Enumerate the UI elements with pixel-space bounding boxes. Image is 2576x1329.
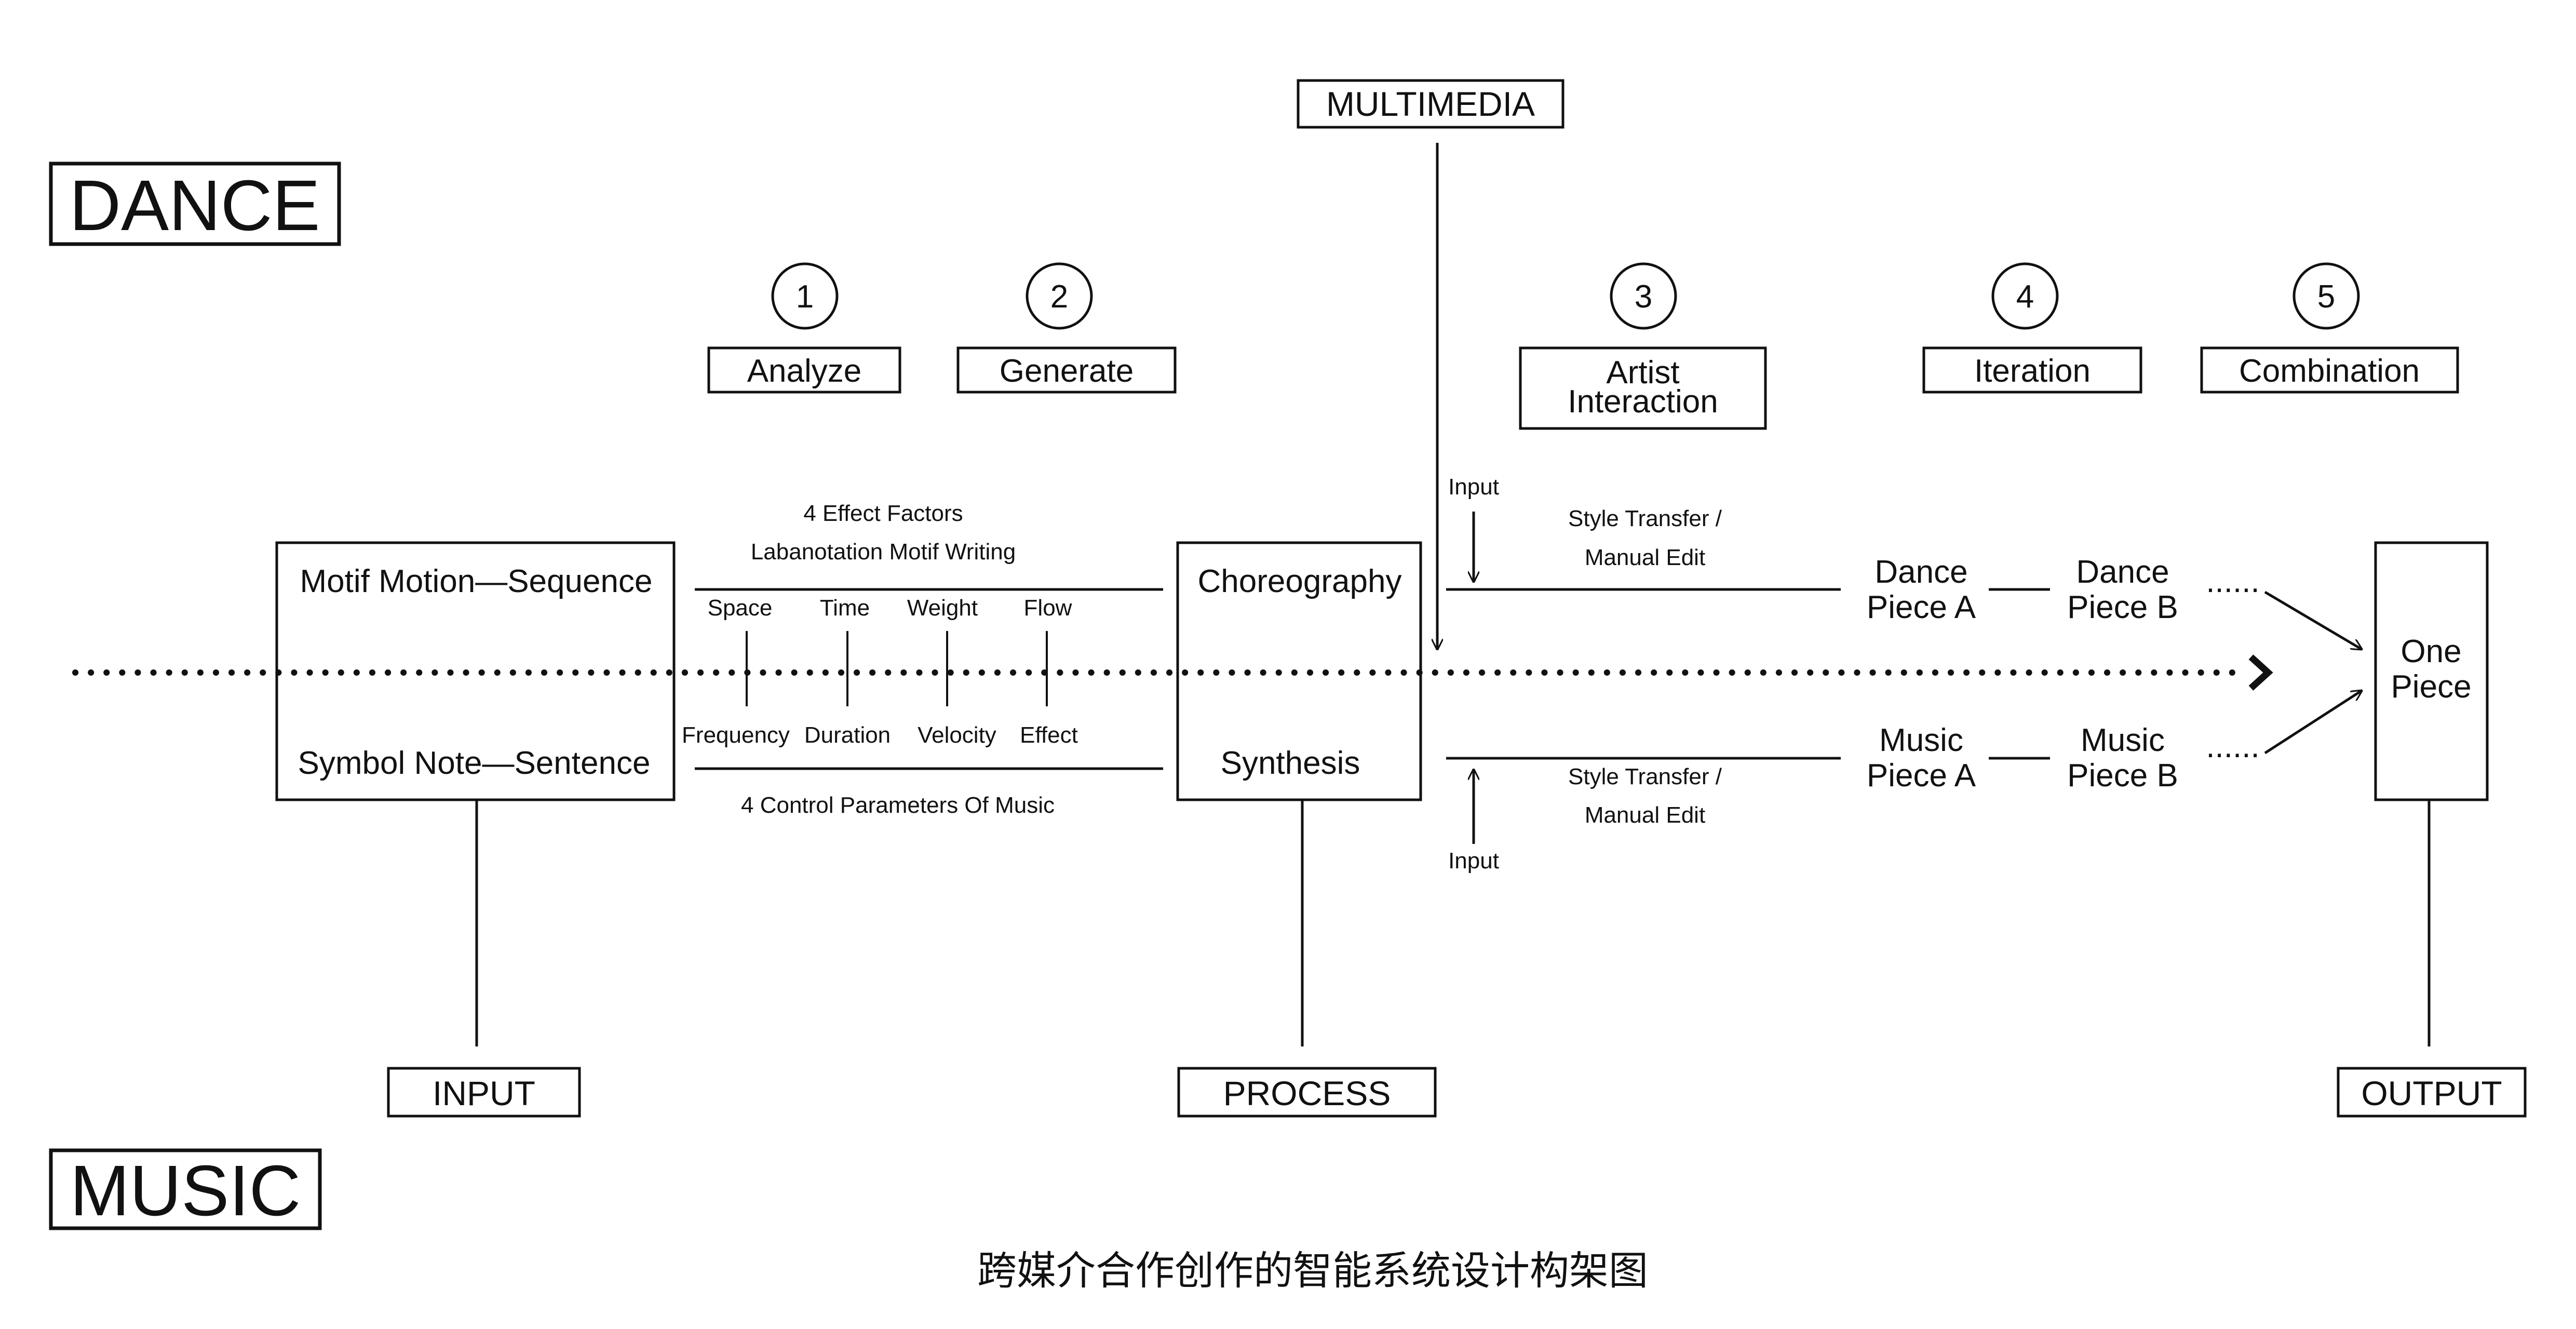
timeline-arrowhead (2248, 654, 2273, 691)
music-style-transfer-label: Style Transfer / (1568, 764, 1722, 789)
music-ellipsis: ...... (2206, 729, 2259, 764)
output-phase-box (2337, 1067, 2527, 1118)
input-phase-box (387, 1067, 581, 1118)
stage-2-number: 2 (1050, 279, 1068, 315)
process-phase-box (1177, 1067, 1437, 1118)
param-frequency: Frequency (682, 722, 790, 748)
stage-3-label-line1: Artist (1606, 355, 1679, 391)
stage-5-label: Combination (2239, 353, 2420, 389)
synthesis-text: Synthesis (1221, 745, 1360, 781)
input-motif-text: Motif Motion—Sequence (300, 563, 653, 599)
choreography-text: Choreography (1198, 563, 1402, 599)
dance-input-label: Input (1448, 474, 1499, 500)
param-velocity: Velocity (918, 722, 996, 748)
stage-5-number: 5 (2317, 279, 2335, 315)
dance-to-output-arrow (2264, 590, 2362, 649)
stage-4-circle (1991, 262, 2059, 330)
diagram-caption: 跨媒介合作创作的智能系统设计构架图 (977, 1247, 1648, 1294)
effect-factors-label: 4 Effect Factors (803, 501, 963, 526)
param-effect: Effect (1020, 722, 1078, 748)
music-input-label: Input (1448, 848, 1499, 874)
factor-space: Space (708, 595, 773, 621)
factor-flow: Flow (1024, 595, 1072, 621)
param-duration: Duration (804, 722, 891, 748)
output-box (2374, 541, 2489, 801)
control-parameters-label: 4 Control Parameters Of Music (741, 793, 1055, 818)
output-phase-label: OUTPUT (2361, 1074, 2502, 1112)
stage-3-circle (1610, 262, 1677, 330)
stage-1-circle (771, 262, 839, 330)
music-domain-label: MUSIC (70, 1151, 301, 1231)
stage-5-circle (2292, 262, 2360, 330)
input-symbol-text: Symbol Note—Sentence (298, 745, 651, 781)
music-piece-a-line2: Piece A (1867, 758, 1976, 794)
stage-3-box (1519, 346, 1767, 430)
input-phase-label: INPUT (433, 1074, 535, 1112)
output-one-text: One (2400, 634, 2461, 669)
music-piece-b-line2: Piece B (2067, 758, 2178, 794)
dance-domain-label: DANCE (69, 166, 320, 246)
dance-domain-box (49, 162, 341, 246)
dance-manual-edit-label: Manual Edit (1585, 545, 1705, 570)
stage-4-box (1922, 346, 2142, 394)
music-to-output-arrow (2264, 691, 2362, 755)
stage-3-number: 3 (1635, 279, 1652, 315)
stage-1-box (707, 346, 901, 394)
dance-piece-b-line1: Dance (2076, 554, 2169, 590)
stage-5-box (2200, 346, 2459, 394)
stage-2-label: Generate (1000, 353, 1134, 389)
process-phase-label: PROCESS (1223, 1074, 1391, 1112)
stage-1-number: 1 (796, 279, 814, 315)
multimedia-box (1297, 79, 1565, 129)
dance-piece-a-line1: Dance (1874, 554, 1967, 590)
music-piece-b-line1: Music (2081, 722, 2165, 758)
dance-piece-b-line2: Piece B (2067, 589, 2178, 625)
factor-time: Time (820, 595, 870, 621)
dance-piece-a-line2: Piece A (1867, 589, 1976, 625)
music-manual-edit-label: Manual Edit (1585, 802, 1705, 828)
labanotation-label: Labanotation Motif Writing (751, 539, 1016, 565)
stage-1-label: Analyze (747, 353, 862, 389)
stage-2-circle (1026, 262, 1093, 330)
stage-3-label-line2: Interaction (1568, 384, 1718, 420)
multimedia-label: MULTIMEDIA (1326, 85, 1535, 123)
factor-weight: Weight (907, 595, 978, 621)
music-domain-box (49, 1148, 322, 1230)
dance-style-transfer-label: Style Transfer / (1568, 506, 1722, 531)
stage-4-number: 4 (2016, 279, 2034, 315)
music-piece-a-line1: Music (1879, 722, 1963, 758)
dance-ellipsis: ...... (2206, 563, 2259, 599)
output-piece-text: Piece (2391, 669, 2471, 705)
stage-4-label: Iteration (1974, 353, 2091, 389)
stage-2-box (956, 346, 1177, 394)
